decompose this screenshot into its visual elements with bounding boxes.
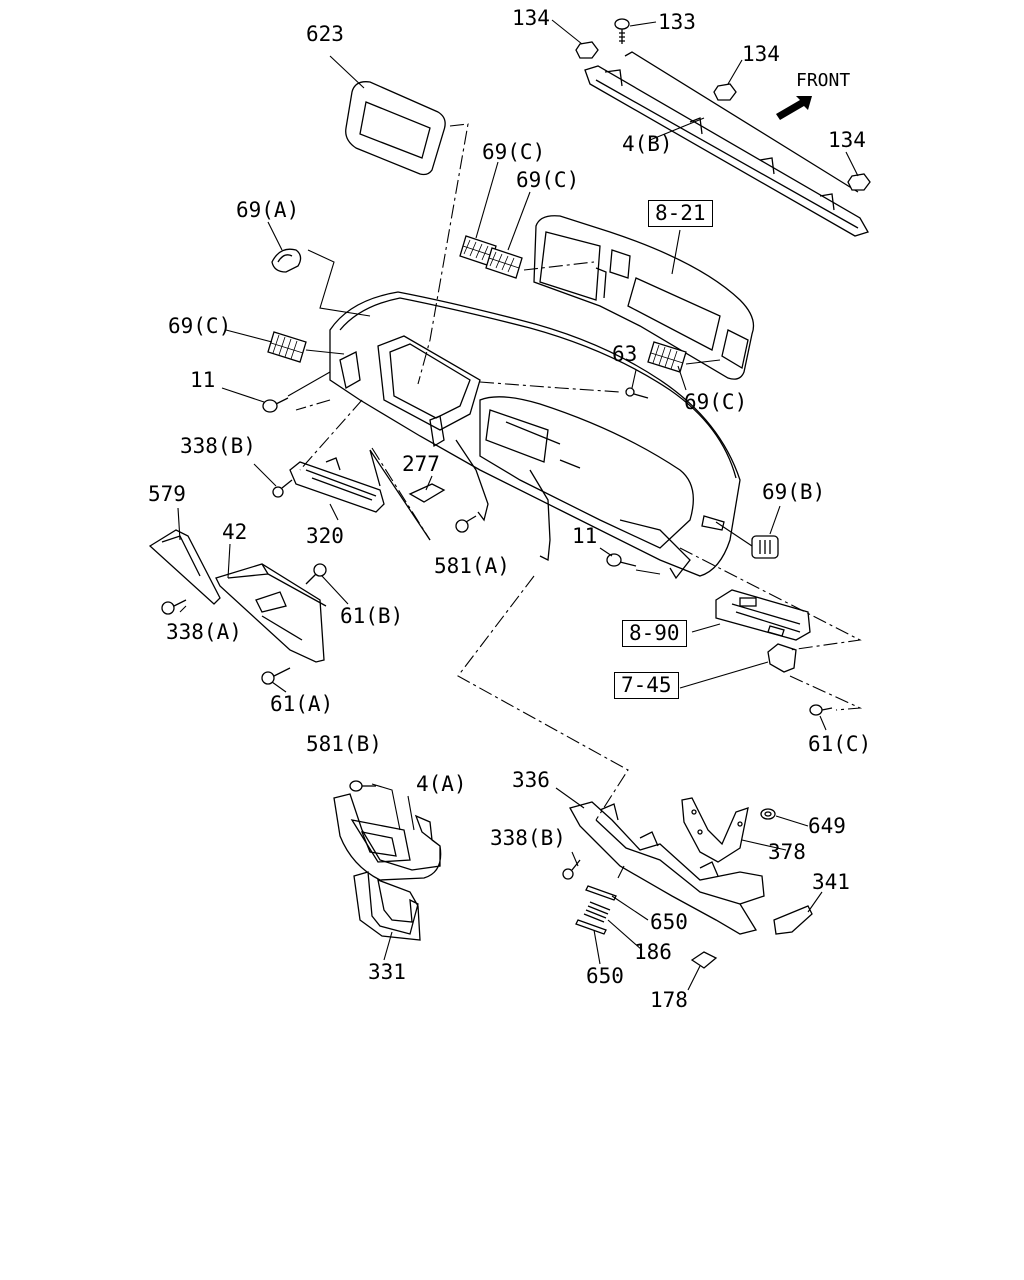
callout-42: 42 [222,520,248,544]
audio-unit-8-90 [715,589,811,641]
callout-331: 331 [368,960,406,984]
callout-579: 579 [148,482,186,506]
bracket-320 [289,449,431,541]
callout-69c-left: 69(C) [168,314,232,338]
callout-61a: 61(A) [270,692,334,716]
vent-69c-icons [267,235,687,373]
callout-338b-lower: 338(B) [490,826,566,850]
callout-61c: 61(C) [808,732,872,756]
callout-69a: 69(A) [236,198,300,222]
front-arrow-icon [776,96,812,120]
bracket-7-45 [767,643,797,673]
instrument-panel-main [329,291,741,580]
callout-134-right: 134 [828,128,866,152]
callout-336: 336 [512,768,550,792]
callout-63: 63 [612,342,638,366]
upper-panel-8-21 [533,215,755,380]
callout-338a: 338(A) [166,620,242,644]
callout-134-top-left: 134 [512,6,550,30]
callout-69c-upper-2: 69(C) [516,168,580,192]
callout-378: 378 [768,840,806,864]
ref-box-7-45: 7-45 [614,672,679,699]
fastener-icons [161,387,833,880]
callout-69c-upper-1: 69(C) [482,140,546,164]
clip-649-icon [760,808,776,820]
callout-133: 133 [658,10,696,34]
callout-581a: 581(A) [434,554,510,578]
nut-134-icons [575,41,871,191]
trim-331 [353,871,421,941]
callout-69c-right: 69(C) [684,390,748,414]
callout-134-top-mid: 134 [742,42,780,66]
callout-623: 623 [306,22,344,46]
spring-186-icon [583,901,611,923]
callout-61b: 61(B) [340,604,404,628]
screw-133-icon [614,18,630,44]
strip-650-icons [575,885,617,935]
glove-box-42 [215,563,327,663]
callout-581b: 581(B) [306,732,382,756]
lower-cover-336 [569,801,765,935]
reference-lines [295,123,863,821]
rail-part-4b [584,51,869,237]
callout-4a: 4(A) [416,772,467,796]
callout-320: 320 [306,524,344,548]
callout-650-lower: 650 [586,964,624,988]
callout-178: 178 [650,988,688,1012]
callout-650-upper: 650 [650,910,688,934]
bracket-378 [681,797,749,863]
ref-box-8-90: 8-90 [622,620,687,647]
plate-277 [408,483,446,503]
callout-11-left: 11 [190,368,216,392]
leader-lines [177,19,859,991]
callout-4b: 4(B) [622,132,673,156]
cover-623 [345,81,446,176]
callout-277: 277 [402,452,440,476]
vent-69b-icon [751,535,779,559]
front-direction-label: FRONT [796,70,851,91]
callout-341: 341 [812,870,850,894]
vent-69a-icon [271,248,302,273]
panel-341 [773,905,813,935]
callout-11-right: 11 [572,524,598,548]
clip-178-icon [690,951,718,969]
callout-338b-upper: 338(B) [180,434,256,458]
callout-186: 186 [634,940,672,964]
callout-69b: 69(B) [762,480,826,504]
callout-649: 649 [808,814,846,838]
lid-579 [148,529,221,605]
ref-box-8-21: 8-21 [648,200,713,227]
lower-cover-4a [333,793,442,881]
